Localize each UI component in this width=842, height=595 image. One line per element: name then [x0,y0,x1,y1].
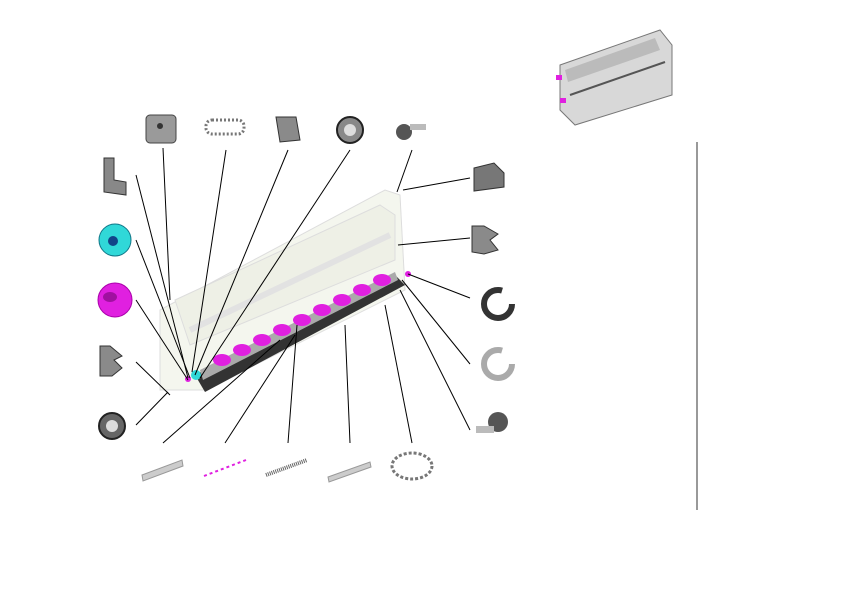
spring-icon[interactable] [204,118,246,136]
spring-icon[interactable] [265,458,308,477]
roller-icon[interactable] [97,282,133,318]
roller-part [353,284,371,296]
roller-part [233,344,251,356]
roller-part [273,324,291,336]
roller-part [293,314,311,326]
lever-icon[interactable] [103,157,127,196]
e-ring-icon[interactable] [481,347,515,381]
bushing-icon[interactable] [336,116,364,144]
roller-part [253,334,271,346]
clip-icon[interactable] [99,345,123,377]
e-ring-icon[interactable] [481,287,515,321]
roller-part [333,294,351,306]
spring-icon[interactable] [390,451,434,481]
screw-icon[interactable] [476,412,508,433]
assembly-thumbnail [556,29,673,126]
clip-icon[interactable] [275,116,301,143]
gear-icon[interactable] [98,223,132,257]
main-assembly [159,189,411,392]
roller-part [213,354,231,366]
roller-part [373,274,391,286]
screw-icon[interactable] [396,124,426,140]
bushing-icon[interactable] [98,412,126,440]
roller-part [313,304,331,316]
plate-icon[interactable] [141,459,184,482]
bracket-icon[interactable] [473,162,505,192]
plate-icon[interactable] [327,461,372,483]
shaft-icon[interactable] [203,459,247,477]
clip-icon[interactable] [471,225,499,255]
bracket-icon[interactable] [145,114,177,144]
leader-lines [135,147,471,444]
